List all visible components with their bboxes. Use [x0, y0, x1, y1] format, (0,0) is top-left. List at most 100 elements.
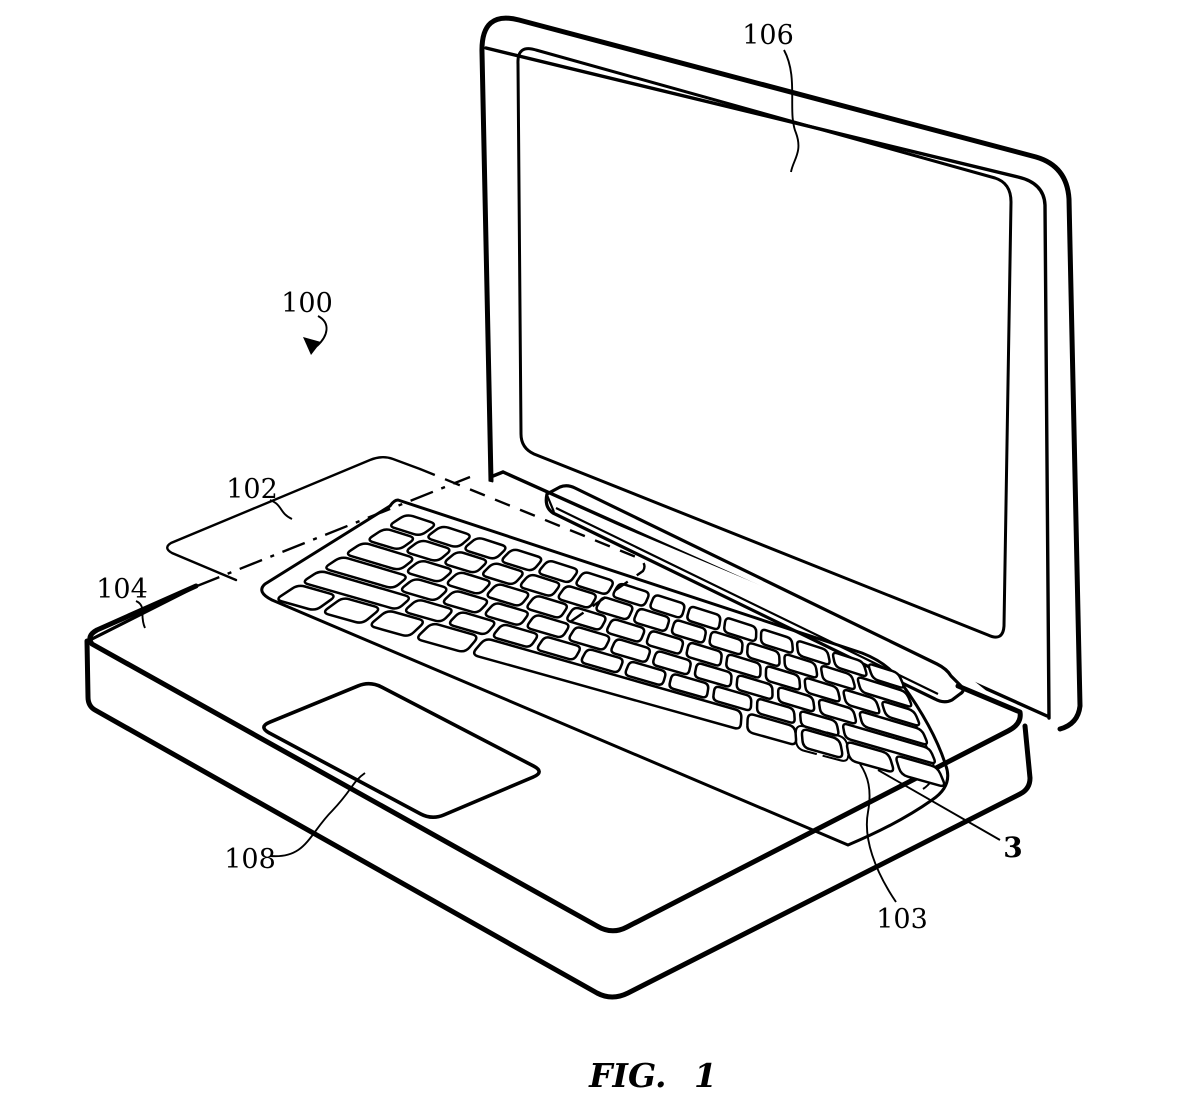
laptop-lid: [479, 15, 1083, 732]
keyboard-key: [842, 688, 881, 715]
keyboard-key: [486, 583, 530, 607]
leader-103: [859, 763, 897, 903]
keyboard-key: [605, 618, 646, 643]
keyboard-key: [723, 617, 758, 642]
keyboard-key: [442, 590, 489, 614]
keyboard-key: [633, 607, 671, 632]
keyboard-key: [370, 610, 424, 637]
keyboard-key: [708, 630, 744, 656]
keyboard-key: [557, 585, 597, 609]
keyboard-key: [881, 700, 921, 727]
keyboard-key: [693, 662, 733, 688]
keyboard-key: [482, 562, 524, 586]
keyboard-key: [580, 648, 624, 674]
base-top-face-outline: [87, 583, 1023, 934]
keyboard-key: [346, 542, 414, 571]
keyboard-key: [856, 676, 913, 708]
label-106: 106: [742, 20, 794, 51]
key-103-outer-rim: [794, 724, 850, 762]
keyboard-key: [390, 514, 436, 537]
keyboard-key: [624, 660, 667, 686]
keyboard-key: [325, 556, 407, 589]
leader-3: [877, 769, 1001, 841]
keyboard-key: [759, 628, 794, 654]
keyboard-key: [686, 605, 722, 631]
keyboard-key: [448, 611, 496, 636]
base-fill: [88, 477, 1030, 1001]
keyboard-key: [404, 599, 453, 623]
keyboard-key: [303, 570, 410, 610]
leader-108: [269, 772, 366, 858]
hinge-bar-body: [544, 484, 965, 704]
region-102-solid-edge: [166, 456, 422, 582]
key-103: [800, 728, 844, 759]
trackpad: [262, 681, 541, 819]
hinge-clutch-bar: [544, 484, 965, 704]
lid-fill: [481, 18, 1080, 730]
base-back-edge-hidden: [196, 475, 471, 588]
keyboard-key: [526, 595, 569, 619]
leader-lines: [135, 49, 1001, 903]
keyboard-key: [895, 755, 946, 788]
keyboard-key: [519, 573, 561, 597]
keyboard-key: [323, 597, 380, 624]
keyboard-key: [858, 710, 929, 746]
keyboard-key: [427, 525, 471, 548]
keyboard-key: [783, 653, 819, 679]
keyboard-key: [841, 722, 936, 765]
base-housing: [84, 477, 1033, 1001]
keyboard-key: [746, 642, 781, 667]
keyboard-key: [446, 571, 491, 595]
arrowhead-100: [303, 337, 321, 355]
figure-caption: FIG. 1: [588, 1056, 717, 1095]
keyboard-key: [817, 698, 858, 725]
keyboard-key: [484, 602, 529, 626]
reference-labels: 106 100 102 104 108 103 3 FIG. 1: [96, 20, 1023, 1095]
leader-106: [783, 49, 800, 173]
lid-outer-edge: [479, 15, 1083, 732]
keyboard-key: [712, 685, 753, 712]
keyboard-key: [536, 636, 582, 661]
label-100: 100: [281, 288, 333, 319]
keyboard-key: [735, 674, 774, 700]
label-108: 108: [224, 844, 276, 875]
keyboard-keys: [277, 514, 946, 788]
display-screen-bezel: [516, 47, 1013, 639]
keyboard-key: [755, 698, 796, 724]
keyboard-key: [795, 640, 831, 666]
keyboard-key: [776, 686, 816, 713]
hinge-bar-inner-line: [545, 494, 939, 695]
leader-104: [135, 600, 146, 629]
label-103: 103: [876, 904, 928, 935]
base-side-bottom-outline: [84, 638, 1033, 1000]
keyboard-key: [645, 630, 685, 655]
keyboard-key: [444, 551, 488, 574]
label-104: 104: [96, 574, 148, 605]
region-102-dashed-edge: [419, 467, 646, 623]
keyboard-key: [526, 614, 570, 639]
keyboard-key: [831, 651, 868, 678]
base-back-edge-solid: [89, 584, 198, 642]
keyboard-key: [867, 663, 905, 689]
keyboard-key: [725, 653, 762, 679]
keyboard-key: [566, 606, 607, 631]
keyboard-key: [803, 677, 841, 703]
keyboard-key: [277, 584, 335, 611]
keyboard-key: [652, 650, 692, 676]
label-3-section-marker: 3: [1003, 831, 1022, 864]
keyboard-key: [668, 673, 710, 699]
keyboard-key: [400, 578, 448, 602]
keyboard-key: [417, 622, 478, 653]
keyboard-key: [368, 528, 415, 550]
keyboard-key: [649, 594, 686, 619]
keyboard-key: [472, 638, 743, 730]
keyboard-region-outline-102: [89, 456, 646, 642]
keyboard-key: [464, 537, 507, 560]
keyboard-key: [492, 623, 539, 648]
keyboard-key: [685, 641, 723, 667]
keyboard-key: [568, 626, 611, 651]
keyboard-key: [670, 619, 707, 644]
leader-102: [269, 499, 293, 520]
